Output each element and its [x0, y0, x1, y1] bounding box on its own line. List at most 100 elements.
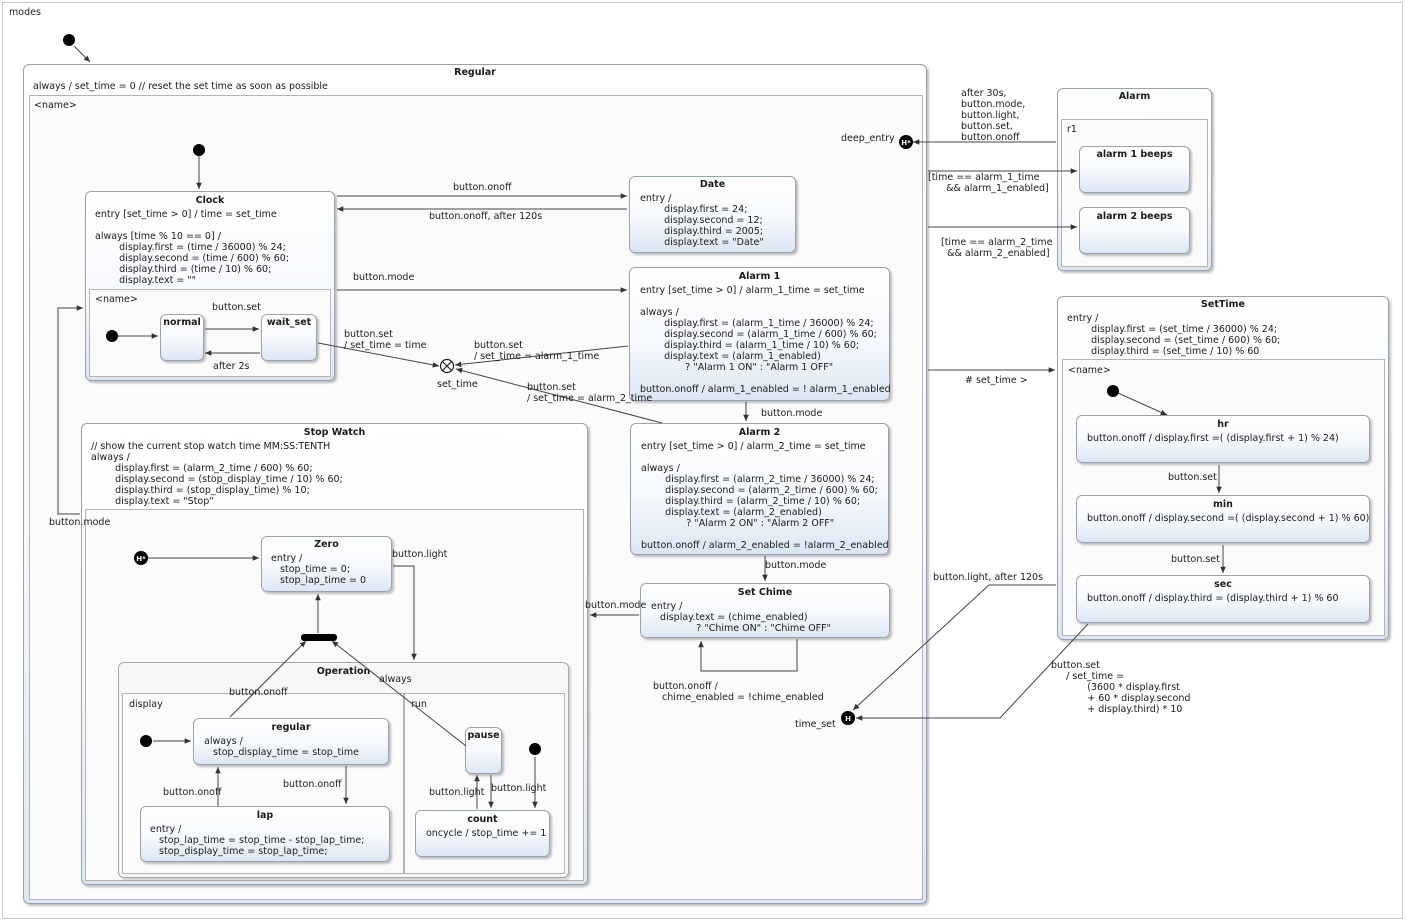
- label-chime-self: button.onoff / chime_enabled = !chime_en…: [653, 681, 824, 703]
- label-hr-to-min: button.set: [1168, 472, 1217, 483]
- label-wait-to-exit: button.set / set_time = time: [344, 329, 427, 351]
- label-stopwatch-to-clock: button.mode: [49, 517, 111, 528]
- fork-bar: [301, 634, 337, 641]
- region-display-label: display: [129, 699, 163, 710]
- state-count[interactable]: [415, 810, 550, 857]
- state-count-spec: oncycle / stop_time += 1: [426, 828, 547, 839]
- state-normal[interactable]: [160, 314, 204, 361]
- label-alarm-exit: after 30s, button.mode, button.light, bu…: [961, 88, 1026, 143]
- initial-clock: [193, 144, 205, 156]
- state-lap-spec: entry / stop_lap_time = stop_time - stop…: [150, 824, 365, 857]
- label-clock-to-date: button.onoff: [453, 182, 512, 193]
- state-hr-spec: button.onoff / display.first =( (display…: [1087, 433, 1339, 444]
- deep-entry-node: [899, 135, 913, 149]
- transition-settime-timeout: [852, 584, 1056, 711]
- region-clock-label: <name>: [95, 294, 138, 305]
- state-alarm-2[interactable]: [630, 423, 889, 555]
- state-settime-spec: entry / display.first = (set_time / 3600…: [1067, 313, 1281, 357]
- label-regular-to-settime: # set_time >: [965, 375, 1028, 386]
- transition-settime-initial: [1117, 392, 1168, 416]
- label-count-to-pause: button.light: [429, 787, 485, 798]
- state-zero-title: Zero: [314, 539, 339, 550]
- label-time-set: time_set: [795, 719, 836, 730]
- state-regular-sub-spec: always / stop_display_time = stop_time: [204, 736, 360, 758]
- transition-wait-to-exit: [317, 342, 440, 368]
- state-regular-title: Regular: [454, 67, 496, 78]
- state-date[interactable]: [629, 176, 796, 253]
- region-alarm-r1-label: r1: [1067, 124, 1077, 135]
- region-regular-label: <name>: [34, 100, 77, 111]
- label-deep-entry: deep_entry: [841, 133, 895, 144]
- label-sec-to-time-set: button.set / set_time = (3600 * display.…: [1051, 660, 1191, 715]
- state-set-chime[interactable]: [640, 583, 890, 638]
- state-normal-title: normal: [163, 317, 201, 328]
- state-clock-title: Clock: [195, 195, 225, 206]
- region-settime-label: <name>: [1068, 365, 1111, 376]
- state-lap[interactable]: [140, 806, 390, 862]
- state-alarm-2-spec: entry [set_time > 0] / alarm_2_time = se…: [641, 441, 889, 551]
- state-min-title: min: [1213, 499, 1233, 510]
- state-hr[interactable]: [1076, 415, 1370, 463]
- label-settime-timeout: button.light, after 120s: [933, 572, 1044, 583]
- transition-sec-to-time-set: [856, 623, 1089, 721]
- transition-zero-to-operation: [393, 565, 417, 660]
- state-set-chime-spec: entry / display.text = (chime_enabled) ?…: [651, 601, 831, 634]
- stopwatch-history-node: [134, 551, 148, 565]
- state-alarm-1-beeps[interactable]: [1079, 146, 1190, 193]
- state-operation-title: Operation: [316, 666, 371, 677]
- transition-stopwatch-to-clock: [57, 305, 83, 515]
- label-clock-to-alarm1: button.mode: [353, 272, 415, 283]
- state-stop-watch-spec: // show the current stop watch time MM:S…: [91, 441, 343, 507]
- state-wait-set[interactable]: [261, 314, 317, 361]
- initial-normal: [106, 330, 118, 342]
- label-alarm1-to-exit: button.set / set_time = alarm_1_time: [474, 340, 600, 362]
- state-zero-spec: entry / stop_time = 0; stop_lap_time = 0: [271, 553, 367, 586]
- deep-entry-symbol: H*: [901, 139, 911, 147]
- initial-top: [63, 34, 75, 46]
- label-alarm2-to-chime: button.mode: [765, 560, 827, 571]
- label-pause-to-count: button.light: [491, 783, 547, 794]
- state-alarm-1-beeps-title: alarm 1 beeps: [1096, 149, 1173, 160]
- state-pause[interactable]: [465, 727, 502, 774]
- state-regular-spec: always / set_time = 0 // reset the set t…: [33, 81, 328, 92]
- region-run-label: run: [411, 699, 427, 710]
- state-settime-title: SetTime: [1201, 299, 1245, 310]
- transition-alarm2-to-exit: [455, 367, 663, 424]
- transition-pause-to-fork: [331, 640, 467, 747]
- label-wait-to-normal: after 2s: [213, 361, 250, 372]
- initial-settime: [1107, 385, 1119, 397]
- state-regular-sub-title: regular: [271, 722, 311, 733]
- label-normal-to-wait: button.set: [212, 302, 261, 313]
- state-alarm-2-beeps-title: alarm 2 beeps: [1096, 211, 1173, 222]
- label-regular-to-lap: button.onoff: [283, 779, 342, 790]
- diagram-title: modes: [9, 7, 41, 18]
- label-alarm1-to-alarm2: button.mode: [761, 408, 823, 419]
- stopwatch-history-symbol: H*: [136, 555, 146, 563]
- label-exit-set-time: set_time: [437, 379, 478, 390]
- label-alarm2-to-exit: button.set / set_time = alarm_2_time: [527, 382, 653, 404]
- exit-point-set-time: [439, 358, 455, 374]
- label-zero-to-operation: button.light: [392, 549, 448, 560]
- state-min[interactable]: [1076, 495, 1370, 543]
- state-regular-sub[interactable]: [193, 718, 389, 765]
- label-lap-to-regular: button.onoff: [163, 787, 222, 798]
- state-alarm-2-beeps[interactable]: [1079, 207, 1190, 254]
- label-regular-to-fork: button.onoff: [229, 687, 288, 698]
- initial-display: [140, 735, 152, 747]
- label-to-alarm2-beeps: [time == alarm_2_time && alarm_2_enabled…: [941, 237, 1053, 259]
- state-alarm-title: Alarm: [1118, 91, 1151, 102]
- time-set-node: [841, 711, 855, 725]
- state-date-title: Date: [699, 179, 726, 190]
- state-alarm-2-title: Alarm 2: [738, 427, 781, 438]
- state-zero[interactable]: [261, 536, 392, 592]
- transition-regular-to-fork: [229, 640, 307, 718]
- state-set-chime-title: Set Chime: [737, 587, 793, 598]
- state-date-spec: entry / display.first = 24; display.seco…: [640, 193, 764, 248]
- state-sec[interactable]: [1076, 575, 1370, 623]
- state-alarm-1[interactable]: [629, 267, 890, 401]
- state-min-spec: button.onoff / display.second =( (displa…: [1087, 513, 1370, 524]
- label-min-to-sec: button.set: [1171, 554, 1220, 565]
- label-date-to-clock: button.onoff, after 120s: [429, 211, 543, 222]
